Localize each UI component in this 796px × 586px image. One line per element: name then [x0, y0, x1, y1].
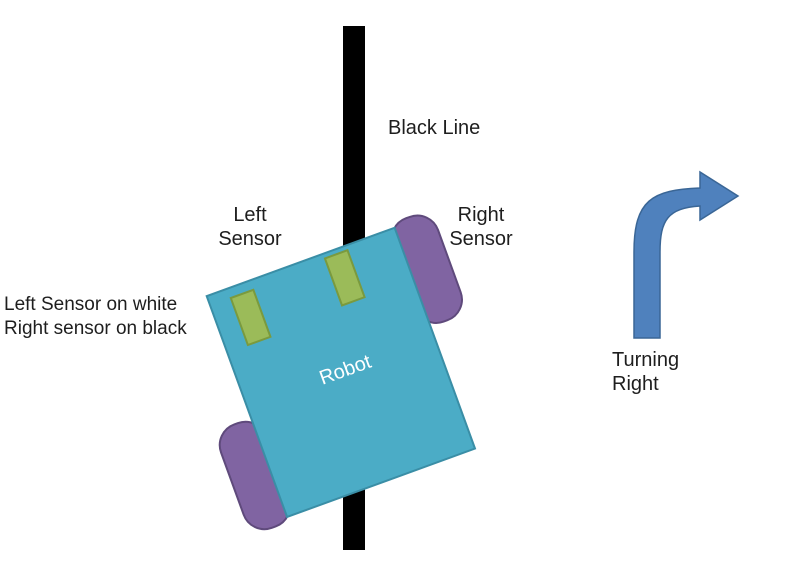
right-sensor-label-line2: Sensor: [449, 228, 513, 250]
right-sensor-label: Right Sensor: [436, 203, 526, 251]
curved-arrow-right-icon: [633, 170, 740, 339]
right-sensor: [323, 248, 366, 307]
left-sensor-label-line2: Sensor: [218, 228, 282, 250]
status-line2: Right sensor on black: [4, 318, 187, 339]
turning-label: Turning Right: [612, 348, 679, 396]
right-sensor-label-line1: Right: [457, 204, 505, 226]
robot-body: [205, 226, 477, 519]
status-line1: Left Sensor on white: [4, 294, 178, 315]
left-sensor-label: Left Sensor: [210, 203, 290, 251]
sensor-status-label: Left Sensor on white Right sensor on bla…: [4, 293, 187, 341]
black-line-label: Black Line: [388, 117, 481, 139]
left-sensor: [229, 288, 272, 347]
turning-line1: Turning: [612, 349, 680, 371]
left-sensor-label-line1: Left: [233, 204, 267, 226]
turning-line2: Right: [612, 373, 659, 395]
robot: Robot: [205, 214, 477, 531]
